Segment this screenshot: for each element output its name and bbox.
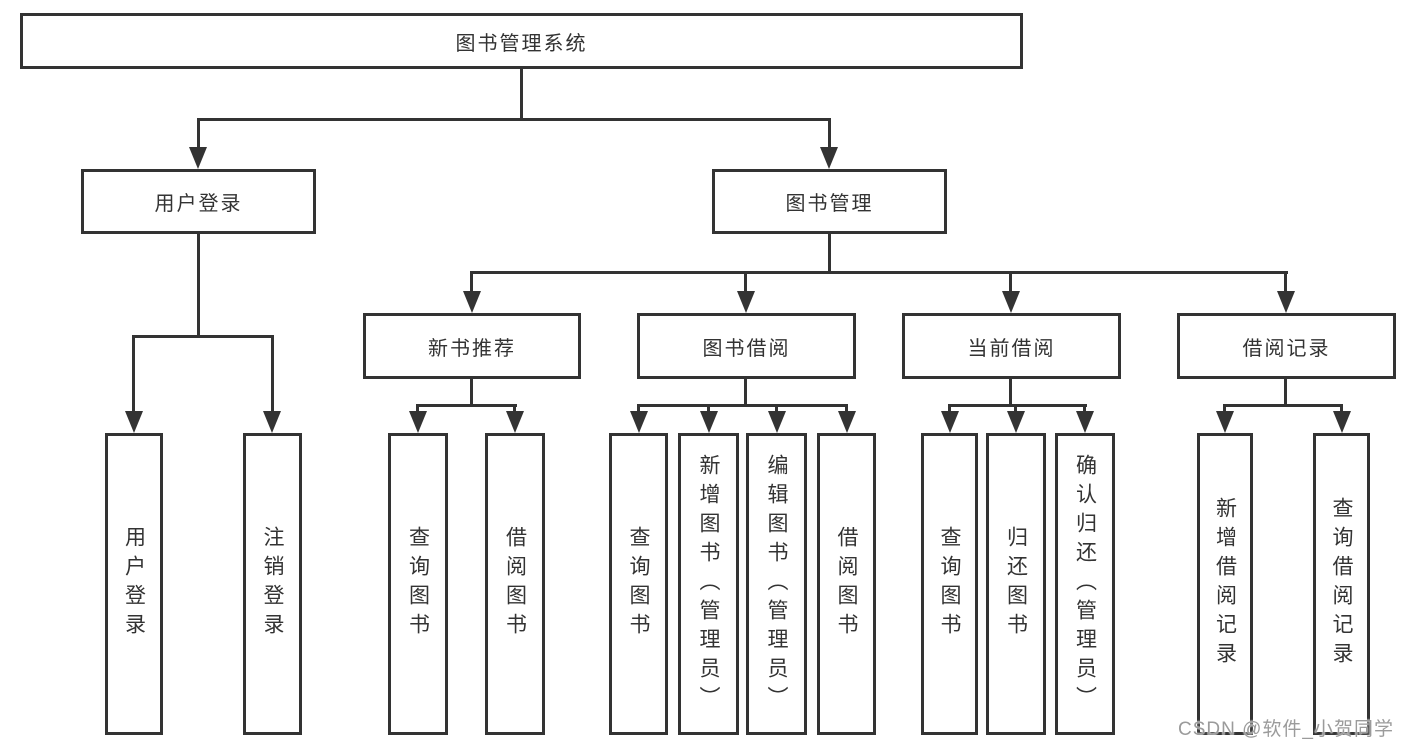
connector-line	[744, 377, 747, 406]
connector-line	[744, 271, 747, 292]
node-current-borrowing: 当前借阅	[902, 313, 1121, 379]
csdn-watermark: CSDN @软件_小贺同学	[1178, 719, 1394, 740]
arrow-down-icon	[1076, 411, 1094, 433]
connector-line	[828, 231, 831, 273]
connector-line	[707, 404, 710, 413]
leaf-edit-book-admin: 编辑图书（管理员）	[746, 433, 807, 735]
leaf-add-borrow-record: 新增借阅记录	[1197, 433, 1253, 735]
leaf-confirm-return-admin: 确认归还（管理员）	[1055, 433, 1115, 735]
arrow-down-icon	[700, 411, 718, 433]
leaf-query-books-current: 查询图书	[921, 433, 978, 735]
arrow-down-icon	[1002, 291, 1020, 313]
arrow-down-icon	[820, 147, 838, 169]
connector-line	[1009, 271, 1012, 292]
node-root-library-system: 图书管理系统	[20, 13, 1023, 69]
connector-line	[416, 404, 419, 413]
connector-line	[1340, 404, 1343, 413]
leaf-borrow-books-recommend: 借阅图书	[485, 433, 545, 735]
leaf-return-books: 归还图书	[986, 433, 1046, 735]
connector-line	[520, 68, 523, 121]
arrow-down-icon	[463, 291, 481, 313]
arrow-down-icon	[189, 147, 207, 169]
connector-line	[132, 335, 135, 412]
connector-line	[637, 404, 640, 413]
arrow-down-icon	[768, 411, 786, 433]
connector-line	[1014, 404, 1017, 413]
connector-line	[470, 271, 1288, 274]
connector-line	[1083, 404, 1086, 413]
connector-line	[416, 404, 517, 407]
arrow-down-icon	[409, 411, 427, 433]
arrow-down-icon	[263, 411, 281, 433]
connector-line	[948, 404, 951, 413]
leaf-add-book-admin: 新增图书（管理员）	[678, 433, 739, 735]
arrow-down-icon	[1216, 411, 1234, 433]
connector-line	[197, 232, 200, 337]
arrow-down-icon	[737, 291, 755, 313]
connector-line	[828, 118, 831, 148]
connector-line	[1223, 404, 1343, 407]
connector-line	[470, 271, 473, 292]
connector-line	[132, 335, 274, 338]
connector-line	[1284, 271, 1287, 292]
connector-line	[1223, 404, 1226, 413]
connector-line	[197, 118, 831, 121]
arrow-down-icon	[1277, 291, 1295, 313]
arrow-down-icon	[506, 411, 524, 433]
connector-line	[637, 404, 848, 407]
arrow-down-icon	[838, 411, 856, 433]
node-borrow-records: 借阅记录	[1177, 313, 1396, 379]
connector-line	[271, 335, 274, 412]
arrow-down-icon	[125, 411, 143, 433]
arrow-down-icon	[1007, 411, 1025, 433]
node-user-login: 用户登录	[81, 169, 316, 234]
node-book-borrowing: 图书借阅	[637, 313, 856, 379]
connector-line	[1284, 377, 1287, 406]
connector-line	[948, 404, 1087, 407]
leaf-logout: 注销登录	[243, 433, 302, 735]
node-new-book-recommend: 新书推荐	[363, 313, 581, 379]
leaf-user-login: 用户登录	[105, 433, 163, 735]
leaf-query-books-borrowing: 查询图书	[609, 433, 668, 735]
connector-line	[775, 404, 778, 413]
connector-line	[513, 404, 516, 413]
connector-line	[197, 118, 200, 148]
leaf-query-books-recommend: 查询图书	[388, 433, 448, 735]
node-book-management: 图书管理	[712, 169, 947, 234]
arrow-down-icon	[630, 411, 648, 433]
arrow-down-icon	[1333, 411, 1351, 433]
arrow-down-icon	[941, 411, 959, 433]
leaf-borrow-books: 借阅图书	[817, 433, 876, 735]
connector-line	[1009, 377, 1012, 406]
connector-line	[470, 377, 473, 406]
connector-line	[845, 404, 848, 413]
leaf-query-borrow-record: 查询借阅记录	[1313, 433, 1370, 735]
